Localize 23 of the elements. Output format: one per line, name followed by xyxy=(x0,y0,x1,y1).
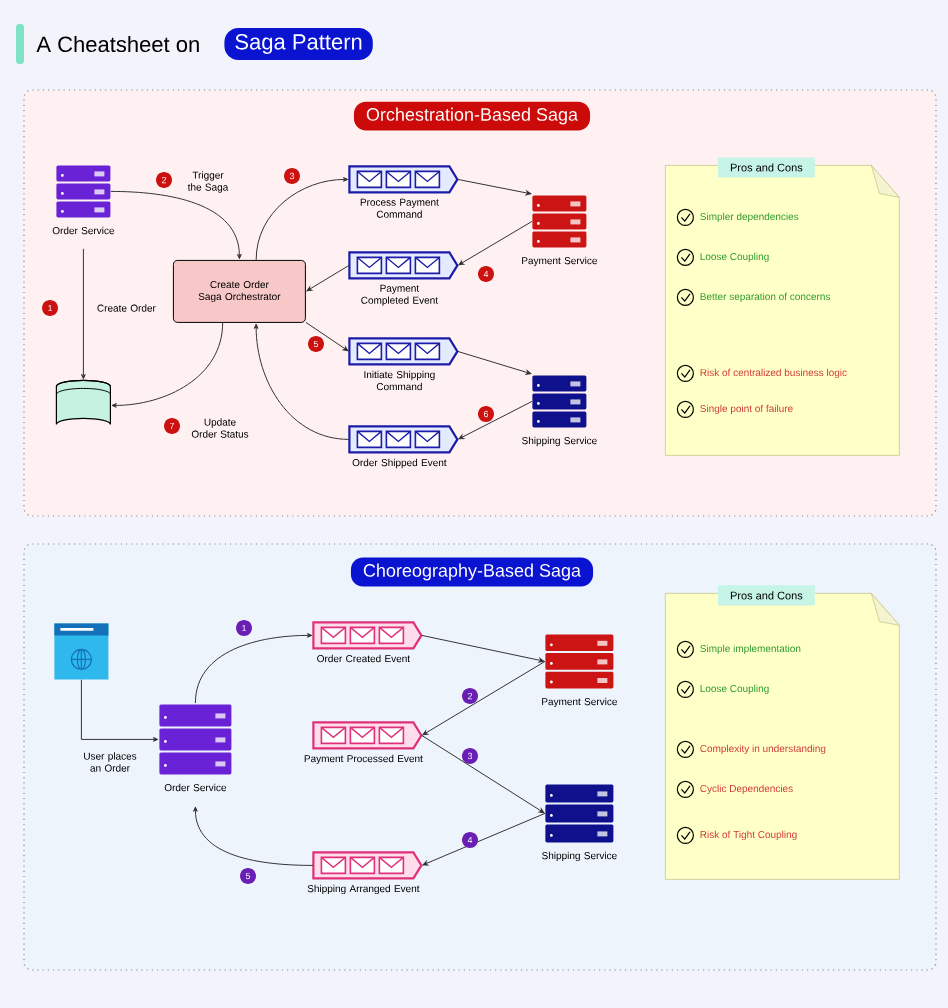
arrow xyxy=(421,634,545,663)
arrow xyxy=(111,322,224,408)
panel-heading: Choreography-Based Saga xyxy=(350,557,594,587)
title-pill: Saga Pattern xyxy=(224,28,373,60)
arrow xyxy=(80,679,159,742)
arrow xyxy=(194,633,313,704)
arrow xyxy=(255,177,349,261)
arrow xyxy=(422,660,546,736)
arrow xyxy=(306,264,350,292)
panel-heading: Orchestration-Based Saga xyxy=(353,101,591,131)
arrow xyxy=(422,812,546,866)
arrow xyxy=(458,220,533,266)
arrow xyxy=(110,190,242,260)
title: A Cheatsheet on xyxy=(36,35,199,53)
arrow xyxy=(457,350,532,375)
arrow xyxy=(81,248,86,380)
arrow xyxy=(457,178,532,196)
arrow xyxy=(421,734,545,814)
browser-window-icon xyxy=(54,623,109,680)
arrow xyxy=(253,323,350,440)
arrow xyxy=(458,400,533,440)
arrow xyxy=(305,321,349,352)
arrow xyxy=(193,806,314,866)
